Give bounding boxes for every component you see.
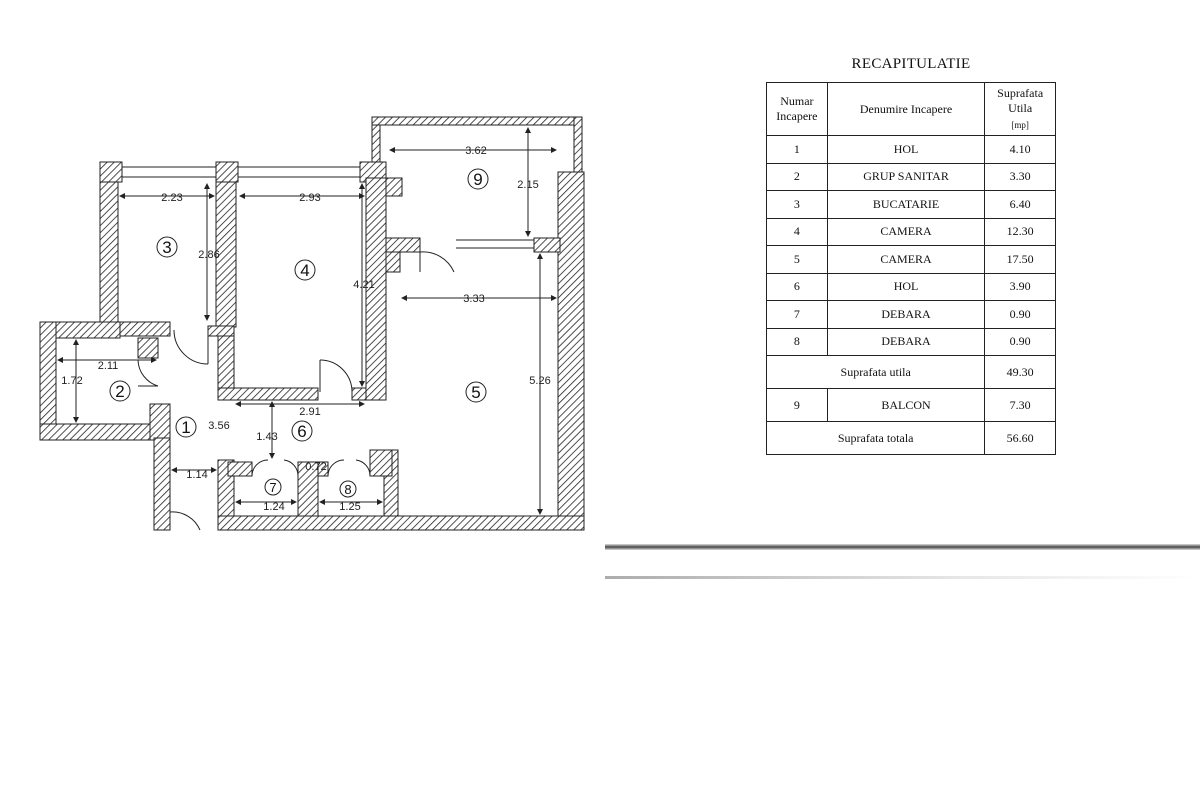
dim-2-86: 2.86 — [198, 249, 219, 261]
header-area-line1: Suprafata — [997, 85, 1044, 100]
room-7-label: 7 — [269, 480, 276, 495]
row-name: HOL — [826, 272, 986, 301]
dim-2-91: 2.91 — [299, 406, 320, 418]
recap-header-row: Numar Incapere Denumire Incapere Suprafa… — [766, 82, 1056, 136]
dim-3-33: 3.33 — [463, 293, 484, 305]
useful-area-label: Suprafata utila — [765, 355, 986, 389]
dim-1-24: 1.24 — [263, 501, 284, 513]
dim-3-56: 3.56 — [208, 420, 229, 432]
row-name: GRUP SANITAR — [826, 162, 986, 191]
row-num: 6 — [766, 272, 828, 301]
room-5-label: 5 — [471, 383, 480, 402]
row-num: 2 — [766, 162, 828, 191]
dim-4-21: 4.21 — [353, 279, 374, 291]
row-area: 0.90 — [984, 327, 1056, 356]
dim-2-11: 2.11 — [98, 360, 119, 372]
dim-1-14: 1.14 — [186, 469, 207, 481]
row-name: DEBARA — [826, 300, 986, 329]
table-row: 4 CAMERA 12.30 — [766, 217, 1056, 246]
room-9-label: 9 — [473, 170, 482, 189]
header-area-line2: Utila — [1008, 100, 1033, 115]
row-name: CAMERA — [826, 217, 986, 246]
row-name: HOL — [826, 135, 986, 164]
dim-0-72: 0.72 — [305, 461, 326, 473]
row-name: BUCATARIE — [826, 190, 986, 219]
dim-5-26: 5.26 — [529, 375, 550, 387]
row-area: 17.50 — [984, 245, 1056, 274]
header-num: Numar Incapere — [766, 82, 828, 136]
row-area: 3.30 — [984, 162, 1056, 191]
header-area: Suprafata Utila [mp] — [984, 82, 1056, 136]
scan-artifact-line — [605, 544, 1200, 550]
row-name: DEBARA — [826, 327, 986, 356]
room-2-label: 2 — [115, 382, 124, 401]
balcony-num: 9 — [766, 388, 828, 422]
balcony-name: BALCON — [826, 388, 986, 422]
room-markers — [109, 168, 489, 498]
room-4-label: 4 — [300, 261, 309, 280]
row-num: 4 — [766, 217, 828, 246]
dim-1-43: 1.43 — [256, 431, 277, 443]
dim-2-23: 2.23 — [161, 192, 182, 204]
total-area-value: 56.60 — [984, 421, 1056, 455]
header-unit: [mp] — [1011, 119, 1029, 130]
recap-title: RECAPITULATIE — [851, 56, 971, 72]
room-6-label: 6 — [297, 422, 306, 441]
room-1-label: 1 — [181, 418, 190, 437]
walls — [39, 116, 585, 531]
row-area: 12.30 — [984, 217, 1056, 246]
header-num-line1: Numar — [780, 94, 814, 108]
row-num: 1 — [766, 135, 828, 164]
recap-table: Numar Incapere Denumire Incapere Suprafa… — [765, 82, 1056, 455]
row-area: 0.90 — [984, 300, 1056, 329]
row-area: 6.40 — [984, 190, 1056, 219]
balcony-area: 7.30 — [984, 388, 1056, 422]
dim-2-93: 2.93 — [299, 192, 320, 204]
table-row: 1 HOL 4.10 — [766, 135, 1056, 164]
room-8-label: 8 — [344, 482, 351, 497]
row-name: CAMERA — [826, 245, 986, 274]
header-name: Denumire Incapere — [826, 82, 986, 136]
room-3-label: 3 — [162, 238, 171, 257]
table-row: 5 CAMERA 17.50 — [766, 245, 1056, 274]
total-area-label: Suprafata totala — [765, 421, 986, 455]
row-area: 3.90 — [984, 272, 1056, 301]
row-num: 5 — [766, 245, 828, 274]
table-row: 2 GRUP SANITAR 3.30 — [766, 162, 1056, 191]
scan-artifact-line-faint — [605, 576, 1200, 579]
row-num: 8 — [766, 327, 828, 356]
row-num: 3 — [766, 190, 828, 219]
dim-1-25: 1.25 — [339, 501, 360, 513]
table-row: 7 DEBARA 0.90 — [766, 300, 1056, 329]
row-num: 7 — [766, 300, 828, 329]
dim-3-62: 3.62 — [465, 145, 486, 157]
doors — [137, 251, 455, 531]
balcony-row: 9 BALCON 7.30 — [766, 388, 1056, 422]
floor-plan: 2.23 2.93 3.62 2.15 2.86 4.21 3.33 5.26 … — [39, 116, 585, 531]
header-num-line2: Incapere — [776, 109, 818, 123]
dimension-lines — [57, 127, 557, 515]
total-area-row: Suprafata totala 56.60 — [765, 421, 1056, 455]
useful-area-row: Suprafata utila 49.30 — [765, 355, 1056, 389]
dimension-labels: 2.23 2.93 3.62 2.15 2.86 4.21 3.33 5.26 … — [61, 145, 550, 513]
table-row: 3 BUCATARIE 6.40 — [766, 190, 1056, 219]
dim-2-15: 2.15 — [517, 179, 538, 191]
table-row: 8 DEBARA 0.90 — [766, 327, 1056, 356]
row-area: 4.10 — [984, 135, 1056, 164]
room-numbers: 3 4 5 2 1 6 7 8 9 — [115, 170, 482, 497]
dim-1-72: 1.72 — [61, 375, 82, 387]
table-row: 6 HOL 3.90 — [766, 272, 1056, 301]
useful-area-value: 49.30 — [984, 355, 1056, 389]
